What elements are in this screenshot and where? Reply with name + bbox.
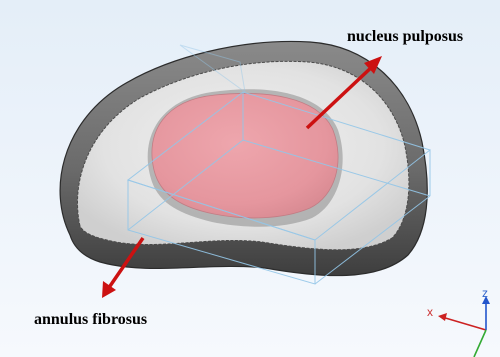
z-axis-label: z — [482, 287, 488, 299]
nucleus-pulposus-shape — [152, 93, 338, 217]
coordinate-axes-icon — [438, 296, 490, 357]
annulus-fibrosus-label: annulus fibrosus — [34, 311, 147, 329]
nucleus-pulposus-label: nucleus pulposus — [347, 28, 463, 46]
x-axis-label: x — [427, 306, 433, 318]
